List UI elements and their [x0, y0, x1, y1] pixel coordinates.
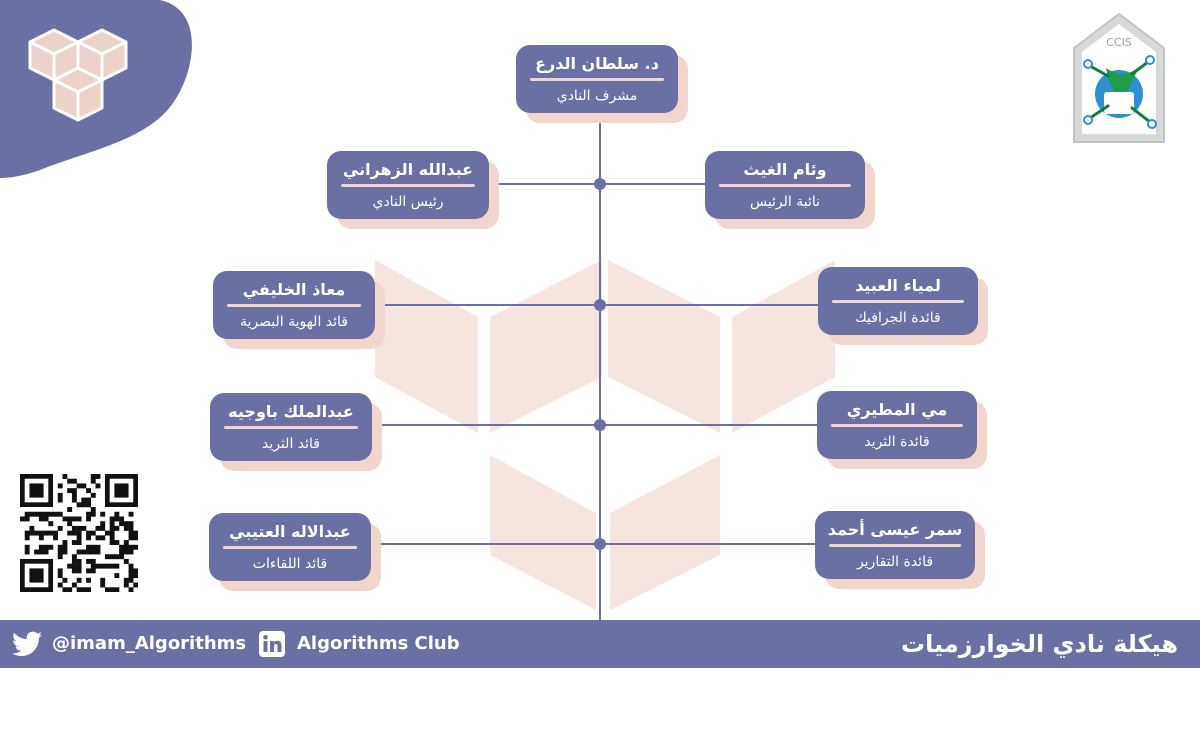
node-divider: [829, 544, 961, 547]
node-name: سمر عيسى أحمد: [827, 520, 963, 539]
node-role: رئيس النادي: [372, 194, 444, 210]
junction-dot-2: [594, 299, 606, 311]
ccis-label: CCIS: [1106, 36, 1132, 49]
node-divider: [223, 546, 357, 549]
node-name: وئام الغيث: [743, 160, 827, 179]
node-name: معاذ الخليفي: [242, 280, 346, 299]
watermark-cubes: [375, 260, 835, 610]
node-meetings-lead: عبدالاله العتيبي قائد اللقاءات: [209, 513, 381, 591]
node-divider: [831, 424, 963, 427]
node-visual-identity-lead: معاذ الخليفي قائد الهوية البصرية: [213, 271, 385, 349]
junction-dot-1: [594, 178, 606, 190]
node-divider: [530, 78, 664, 81]
node-thread-lead-male: عبدالملك باوجيه قائد الثريد: [210, 393, 382, 471]
node-name: د. سلطان الدرع: [535, 54, 659, 73]
twitter-handle-link[interactable]: @imam_Algorithms: [52, 633, 247, 654]
node-name: عبدالله الزهراني: [342, 160, 474, 179]
linkedin-icon[interactable]: [259, 631, 285, 657]
node-role: قائدة التقارير: [856, 554, 934, 570]
linkedin-link[interactable]: Algorithms Club: [297, 633, 460, 654]
footer-bar: @imam_Algorithms Algorithms Club هيكلة ن…: [0, 620, 1200, 668]
twitter-bird-icon[interactable]: [12, 631, 42, 657]
node-role: قائد اللقاءات: [252, 556, 328, 572]
node-name: عبدالملك باوجيه: [228, 402, 354, 421]
junction-dot-3: [594, 419, 606, 431]
node-role: مشرف النادي: [556, 88, 638, 104]
node-role: قائد الثريد: [261, 436, 320, 452]
node-divider: [719, 184, 851, 187]
node-divider: [227, 304, 361, 307]
cubes-logo-icon: [28, 28, 128, 122]
node-vice-president: وئام الغيث نائبة الرئيس: [705, 151, 875, 229]
node-president: عبدالله الزهراني رئيس النادي: [327, 151, 499, 229]
junction-dot-4: [594, 538, 606, 550]
node-name: مي المطيري: [846, 400, 948, 419]
node-divider: [341, 184, 475, 187]
node-divider: [832, 300, 964, 303]
node-name: عبدالاله العتيبي: [229, 522, 351, 541]
node-divider: [224, 426, 358, 429]
node-role: نائبة الرئيس: [749, 194, 821, 210]
node-role: قائدة الثريد: [864, 434, 930, 450]
node-thread-lead-female: مي المطيري قائدة الثريد: [817, 391, 987, 469]
node-role: قائدة الجرافيك: [855, 310, 941, 326]
page-title: هيكلة نادي الخوارزميات: [900, 630, 1178, 658]
node-graphics-lead: لمياء العبيد قائدة الجرافيك: [818, 267, 988, 345]
org-connectors: [372, 112, 820, 620]
ccis-logo-icon: CCIS: [1073, 12, 1165, 143]
qr-code: [20, 474, 138, 592]
node-role: قائد الهوية البصرية: [240, 314, 348, 330]
node-name: لمياء العبيد: [855, 276, 941, 295]
node-reports-lead: سمر عيسى أحمد قائدة التقارير: [815, 511, 985, 589]
node-supervisor: د. سلطان الدرع مشرف النادي: [516, 45, 688, 123]
